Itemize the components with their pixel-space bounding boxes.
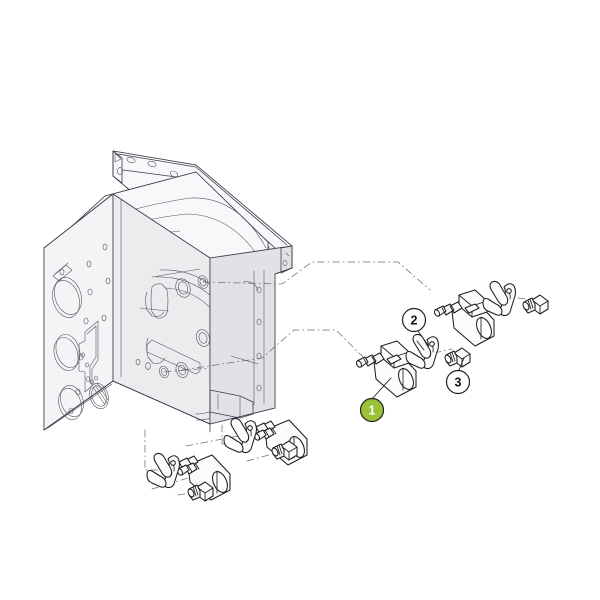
part-bolt-lower-b[interactable] [187,481,214,502]
part-bolt-upper[interactable] [522,294,549,315]
callout-1-leader [371,377,392,400]
part-cylinder-lower-a[interactable] [253,419,308,466]
part-bolt-lower-a[interactable] [271,440,298,461]
assembly-lower-reference-b[interactable] [146,452,231,502]
part-shift-fork[interactable] [405,333,440,370]
callout-2[interactable]: 2 [401,307,429,346]
callout-2-number: 2 [411,314,418,328]
callout-3-leader [458,357,465,371]
part-hex-bolt[interactable] [444,347,471,368]
part-fork-upper[interactable] [482,280,517,317]
callout-group: 1 2 3 [359,307,471,423]
part-range-shift-cylinder[interactable] [355,340,417,398]
callout-1[interactable]: 1 [359,377,392,423]
callout-2-leader [417,330,429,346]
part-fork-lower-b[interactable] [146,452,181,489]
callout-3[interactable]: 3 [445,357,471,395]
callout-2-circle[interactable] [401,307,427,333]
assembly-lower-reference-a[interactable] [223,417,308,466]
part-housing[interactable] [43,150,293,433]
callout-3-number: 3 [455,376,462,390]
part-cylinder-lower-b[interactable] [176,454,231,501]
part-cylinder-upper[interactable] [433,289,495,347]
callout-1-number: 1 [369,404,376,418]
callout-1-circle[interactable] [359,397,385,423]
assembly-upper-reference[interactable] [433,280,549,347]
part-fork-lower-a[interactable] [223,417,258,454]
callout-3-circle[interactable] [445,369,471,395]
